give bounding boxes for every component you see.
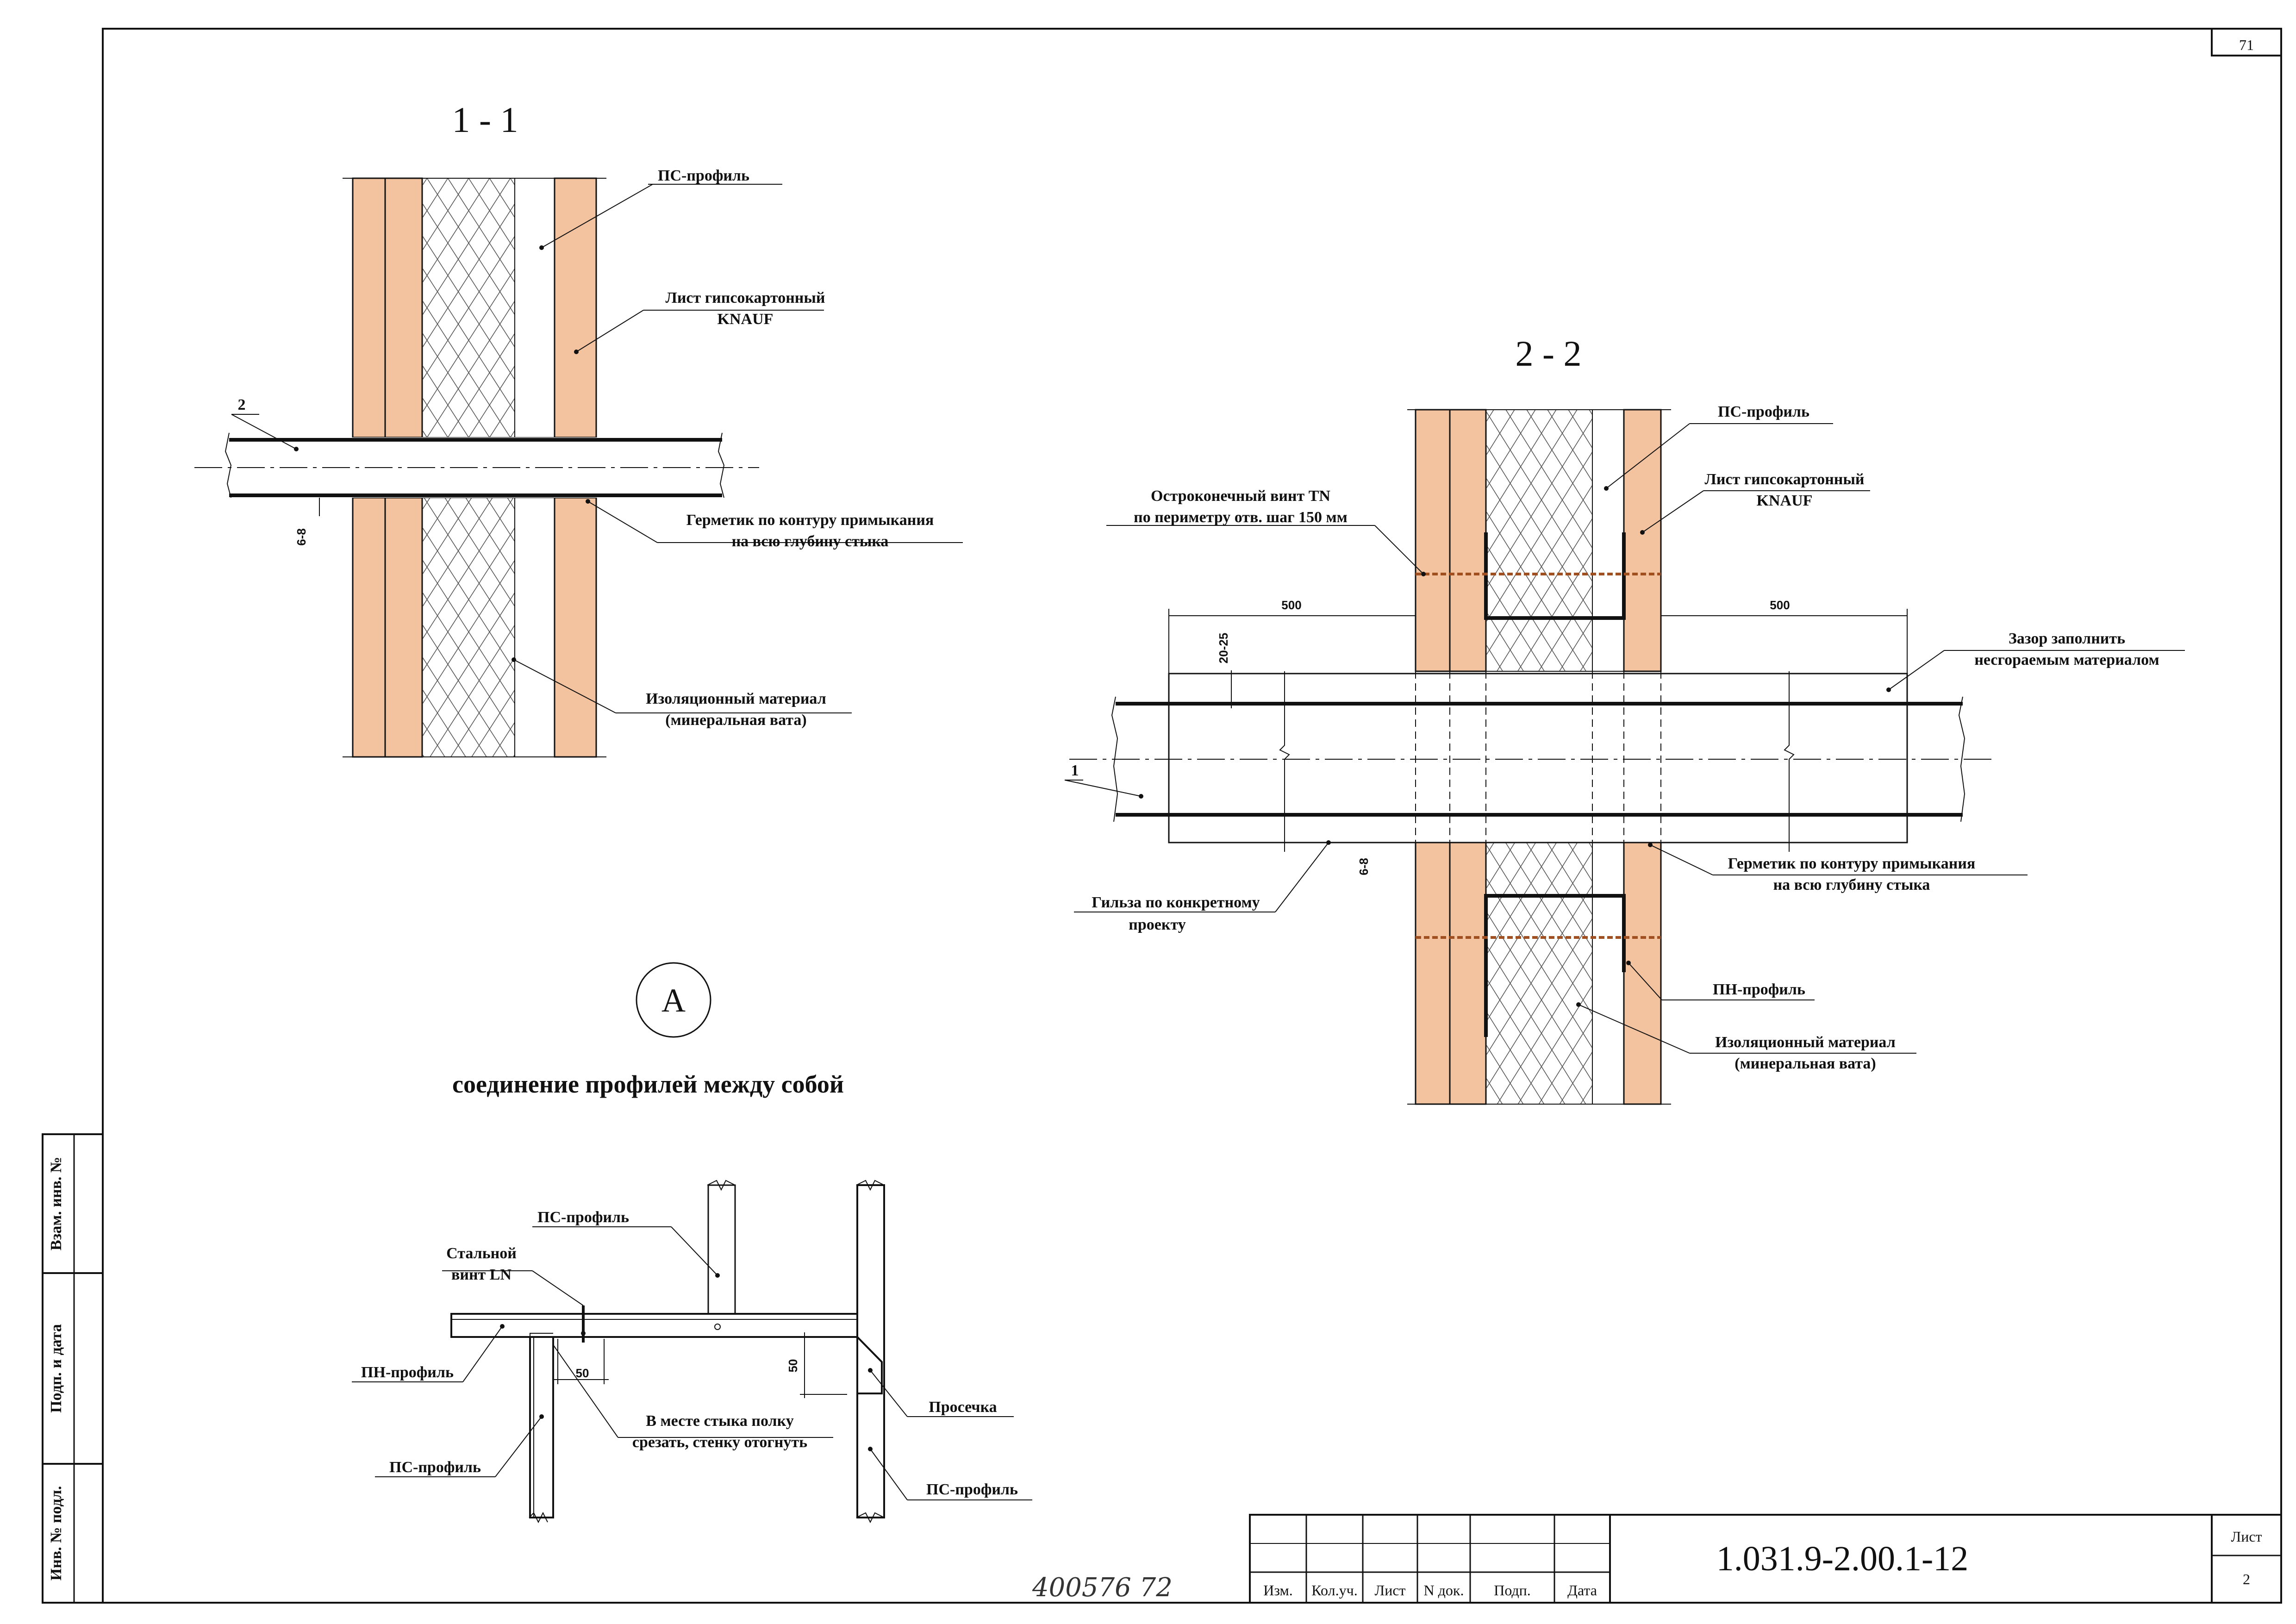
detail-caption: соединение профилей между собой — [452, 1070, 844, 1098]
label-insulation-2-l2: (минеральная вата) — [1734, 1055, 1876, 1072]
dim-20-25: 20-25 — [1217, 633, 1230, 664]
label-screw-tn-l2: по периметру отв. шаг 150 мм — [1134, 509, 1348, 526]
tb-header-podp: Подп. — [1494, 1582, 1531, 1599]
label-pn-profile-2: ПН-профиль — [1713, 981, 1805, 998]
tb-header-kol: Кол.уч. — [1311, 1582, 1357, 1599]
dim-detail-50-v: 50 — [786, 1359, 800, 1373]
label-sheet-2-l2: KNAUF — [1757, 492, 1813, 509]
drawing-code: 1.031.9-2.00.1-12 — [1716, 1539, 1969, 1578]
label-detail-screw-l1: Стальной — [446, 1245, 517, 1262]
label-ps-profile-1: ПС-профиль — [658, 167, 749, 184]
label-sealant-2-l2: на всю глубину стыка — [1773, 876, 1930, 893]
stamp-podp-data: Подп. и дата — [48, 1324, 65, 1413]
handwritten-note: 400576 72 — [1032, 1573, 1173, 1603]
label-sealant-1-l2: на всю глубину стыка — [732, 533, 889, 550]
label-sealant-1-l1: Герметик по контуру примыкания — [686, 512, 934, 529]
dimension-500 — [1168, 609, 1908, 708]
wall-lower-1-1 — [352, 497, 597, 758]
dim-500-right: 500 — [1770, 598, 1790, 612]
label-detail-ps-right: ПС-профиль — [926, 1481, 1018, 1498]
pipe-2 — [194, 432, 759, 498]
label-gap-fill-l1: Зазор заполнить — [2009, 630, 2125, 647]
tb-header-data: Дата — [1567, 1582, 1597, 1599]
label-ps-profile-2: ПС-профиль — [1718, 403, 1809, 420]
dim-gap-1: 6-8 — [294, 528, 308, 546]
label-sleeve-l2: проекту — [1129, 916, 1185, 933]
label-detail-cut-l2: срезать, стенку отогнуть — [632, 1434, 807, 1451]
label-detail-ps-left: ПС-профиль — [389, 1459, 481, 1476]
tb-header-list: Лист — [1374, 1582, 1405, 1599]
label-gap-fill-l2: несгораемым материалом — [1974, 651, 2159, 668]
section-1-1: 1 - 1 — [194, 100, 963, 758]
label-detail-screw-l2: винт LN — [451, 1266, 512, 1283]
label-sheet-2-l1: Лист гипсокартонный — [1704, 471, 1864, 488]
wall-lower-2-2 — [1415, 842, 1662, 1105]
detail-a-profiles — [450, 1180, 885, 1524]
label-detail-cut-l1: В месте стыка полку — [646, 1412, 793, 1430]
wall-upper-1-1 — [352, 177, 597, 438]
label-sleeve-l1: Гильза по конкретному — [1092, 894, 1260, 911]
label-insulation-1-l1: Изоляционный материал — [646, 690, 826, 707]
section-2-2: 2 - 2 — [1064, 333, 2185, 1105]
wall-upper-2-2 — [1415, 409, 1662, 672]
label-detail-notch: Просечка — [929, 1399, 997, 1416]
list-label: Лист — [2231, 1528, 2262, 1545]
section-2-2-title: 2 - 2 — [1516, 333, 1582, 374]
label-pipe-1: 1 — [1071, 762, 1079, 779]
side-stamp: Взам. инв. № Подп. и дата Инв. № подл. — [42, 1133, 104, 1604]
label-sealant-2-l1: Герметик по контуру примыкания — [1728, 855, 1976, 872]
dim-gap-2: 6-8 — [1357, 858, 1371, 875]
label-insulation-2-l1: Изоляционный материал — [1715, 1034, 1896, 1051]
page-number: 71 — [2239, 37, 2254, 53]
detail-a: А соединение профилей между собой — [352, 962, 1032, 1524]
detail-marker-circle — [636, 962, 711, 1038]
label-insulation-1-l2: (минеральная вата) — [665, 712, 806, 729]
stamp-inv-podl: Инв. № подл. — [48, 1486, 65, 1580]
dim-500-left: 500 — [1281, 598, 1301, 612]
list-number: 2 — [2243, 1571, 2250, 1587]
dim-detail-50-h: 50 — [576, 1366, 589, 1380]
pipe-1 — [1069, 671, 1995, 852]
tb-header-ndok: N док. — [1424, 1582, 1464, 1599]
detail-marker: А — [661, 982, 686, 1019]
label-pipe-2: 2 — [238, 396, 246, 413]
tb-header-izm: Изм. — [1263, 1582, 1293, 1599]
label-detail-ps-top: ПС-профиль — [537, 1209, 629, 1226]
stamp-vzam-inv: Взам. инв. № — [48, 1157, 65, 1250]
label-screw-tn-l1: Остроконечный винт TN — [1151, 487, 1330, 505]
label-detail-pn: ПН-профиль — [361, 1364, 454, 1381]
section-1-1-title: 1 - 1 — [452, 100, 518, 140]
label-sheet-1-l1: Лист гипсокартонный — [665, 289, 825, 306]
label-sheet-1-l2: KNAUF — [718, 311, 774, 328]
title-block: Изм. Кол.уч. Лист N док. Подп. Дата 1.03… — [1249, 1514, 2282, 1604]
sheet-frame: 71 — [102, 28, 2282, 1604]
